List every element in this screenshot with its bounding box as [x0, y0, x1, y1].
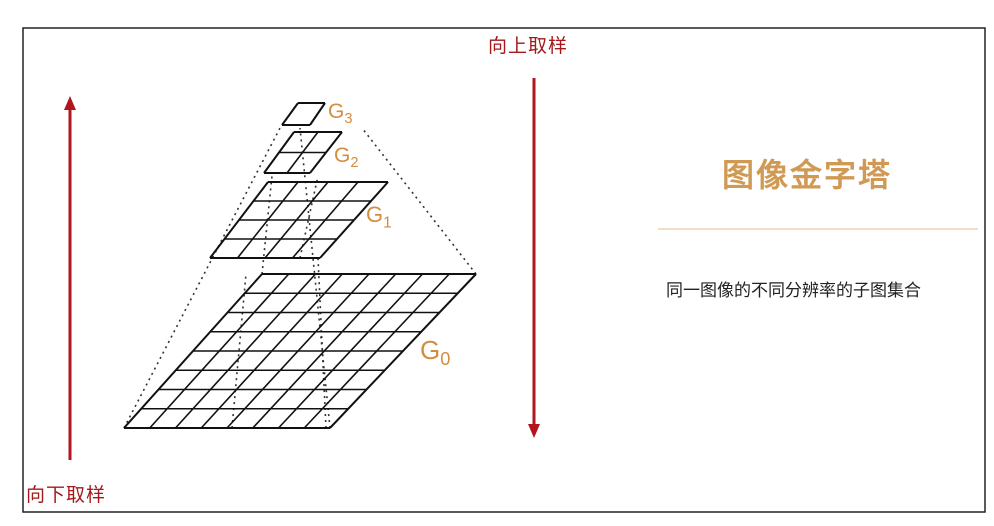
grid-level-2	[263, 131, 343, 174]
grid-line	[252, 273, 397, 429]
level-label-1: G1	[366, 202, 392, 232]
grid-line	[303, 273, 450, 429]
pyramid-grids	[123, 102, 477, 429]
grid-line	[309, 102, 326, 126]
frame-border	[22, 27, 986, 513]
upsample-arrow	[64, 96, 76, 460]
grid-line	[264, 181, 329, 259]
grid-line	[319, 181, 389, 259]
level-label-2: G2	[334, 144, 359, 171]
grid-line	[281, 102, 299, 126]
grid-level-1	[209, 181, 389, 259]
page-title: 图像金字塔	[722, 156, 893, 194]
level-subscript: 2	[350, 155, 359, 172]
level-subscript: 0	[440, 349, 451, 370]
level-letter: G	[420, 335, 441, 365]
level-label-0: G0	[420, 335, 450, 370]
grid-line	[277, 273, 424, 429]
downsample-label: 向下取样	[26, 484, 107, 506]
subtitle: 同一图像的不同分辨率的子图集合	[666, 281, 921, 301]
grid-line	[226, 273, 370, 429]
level-letter: G	[328, 100, 345, 123]
downsample-arrow	[528, 78, 540, 438]
grid-line	[286, 131, 319, 174]
upsample-label: 向上取样	[488, 35, 569, 57]
level-subscript: 3	[344, 111, 353, 128]
grid-level-3	[281, 102, 326, 126]
grid-level-0	[123, 273, 477, 429]
level-label-3: G3	[328, 100, 353, 127]
grid-line	[329, 273, 477, 429]
level-letter: G	[334, 144, 351, 167]
level-subscript: 1	[383, 214, 392, 232]
title-divider	[658, 228, 978, 230]
grid-line	[309, 131, 343, 174]
projection-lines	[123, 127, 477, 429]
grid-line	[291, 181, 359, 259]
level-letter: G	[366, 202, 384, 227]
